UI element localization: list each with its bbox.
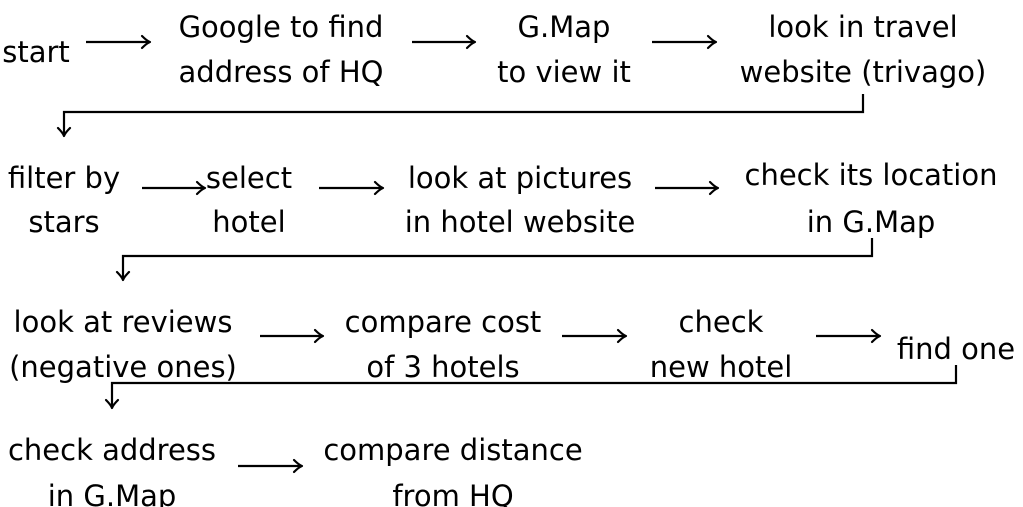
node-start: start <box>2 35 70 69</box>
node-location-line-2: in G.Map <box>807 205 936 239</box>
node-reviews-line-1: look at reviews <box>14 305 233 339</box>
arrow-select-to-pictures <box>319 180 385 196</box>
arrow-compare-to-newhotel <box>562 328 628 344</box>
node-select-line-1: select <box>206 161 292 195</box>
node-gmap1: G.Map to view it <box>497 10 631 89</box>
node-travel: look in travel website (trivago) <box>740 10 987 89</box>
node-address: check address in G.Map <box>8 433 216 507</box>
arrow-location-to-reviews <box>115 238 874 282</box>
node-reviews-line-2: (negative ones) <box>9 350 237 384</box>
node-newhotel-line-2: new hotel <box>650 350 793 384</box>
node-gmap1-line-2: to view it <box>497 55 631 89</box>
node-location-line-1: check its location <box>745 158 998 192</box>
arrow-newhotel-to-findone <box>816 328 882 344</box>
arrow-start-to-google <box>86 34 152 50</box>
node-newhotel: check new hotel <box>650 305 793 384</box>
node-findone-line-1: find one <box>897 332 1015 366</box>
node-pictures-line-1: look at pictures <box>408 161 632 195</box>
node-google-line-2: address of HQ <box>179 55 384 89</box>
arrow-travel-to-filter <box>56 94 865 138</box>
node-compare-line-1: compare cost <box>345 305 542 339</box>
node-reviews: look at reviews (negative ones) <box>9 305 237 384</box>
node-distance-line-2: from HQ <box>392 479 513 507</box>
node-travel-line-1: look in travel <box>768 10 957 44</box>
node-select: select hotel <box>206 161 292 239</box>
node-travel-line-2: website (trivago) <box>740 55 987 89</box>
arrow-reviews-to-compare <box>260 328 325 344</box>
node-findone: find one <box>897 332 1015 366</box>
node-distance: compare distance from HQ <box>323 433 582 507</box>
node-compare-line-2: of 3 hotels <box>366 350 519 384</box>
node-pictures: look at pictures in hotel website <box>405 161 636 239</box>
node-filter-line-2: stars <box>28 205 99 239</box>
node-gmap1-line-1: G.Map <box>518 10 611 44</box>
arrow-filter-to-select <box>142 180 207 196</box>
node-distance-line-1: compare distance <box>323 433 582 467</box>
node-address-line-1: check address <box>8 433 216 467</box>
arrow-gmap1-to-travel <box>652 34 718 50</box>
node-pictures-line-2: in hotel website <box>405 205 636 239</box>
arrow-pictures-to-location <box>655 180 720 196</box>
node-address-line-2: in G.Map <box>48 479 177 507</box>
node-location: check its location in G.Map <box>745 158 998 239</box>
node-select-line-2: hotel <box>212 205 285 239</box>
arrow-address-to-distance <box>238 458 304 474</box>
arrow-findone-to-address <box>104 365 958 410</box>
node-compare: compare cost of 3 hotels <box>345 305 542 384</box>
node-newhotel-line-1: check <box>679 305 764 339</box>
node-google: Google to find address of HQ <box>179 10 384 89</box>
node-google-line-1: Google to find <box>179 10 384 44</box>
node-start-line-1: start <box>2 35 70 69</box>
arrow-google-to-gmap1 <box>412 34 477 50</box>
node-filter: filter by stars <box>8 161 120 239</box>
node-filter-line-1: filter by <box>8 161 120 195</box>
